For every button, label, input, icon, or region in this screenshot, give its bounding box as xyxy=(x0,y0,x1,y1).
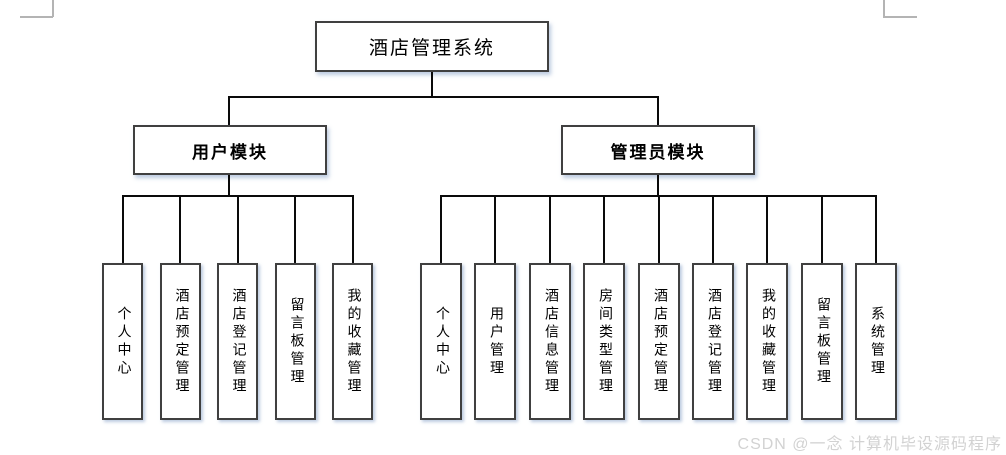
leaf-node-label: 留言板管理 xyxy=(288,296,304,387)
leaf-node: 酒店预定管理 xyxy=(160,263,201,420)
leaf-node-label: 房间类型管理 xyxy=(597,287,612,396)
connector-leaf-drop xyxy=(603,195,605,263)
connector-leaf-drop xyxy=(237,195,239,263)
root-node-label: 酒店管理系统 xyxy=(368,38,495,59)
admin-module-node: 管理员模块 xyxy=(561,125,755,175)
leaf-node: 留言板管理 xyxy=(801,263,843,420)
leaf-node: 酒店预定管理 xyxy=(638,263,680,420)
leaf-node-label: 酒店登记管理 xyxy=(230,287,246,396)
leaf-node: 留言板管理 xyxy=(275,263,316,420)
leaf-node: 我的收藏管理 xyxy=(332,263,373,420)
connector-root-stem xyxy=(431,72,433,97)
leaf-node-label: 个人中心 xyxy=(115,305,131,378)
connector-module-stem xyxy=(657,175,659,197)
connector-user-module-drop xyxy=(228,96,230,126)
leaf-node-label: 酒店登记管理 xyxy=(706,287,721,396)
connector-leaf-drop xyxy=(494,195,496,263)
user-module-label: 用户模块 xyxy=(192,142,268,162)
leaf-node-label: 留言板管理 xyxy=(815,296,830,387)
page-corner-mark-top-left-vertical xyxy=(52,0,54,17)
connector-leaf-drop xyxy=(549,195,551,263)
connector-leaf-drop xyxy=(352,195,354,263)
leaf-node: 系统管理 xyxy=(855,263,897,420)
leaf-node: 酒店登记管理 xyxy=(692,263,734,420)
leaf-node: 用户管理 xyxy=(474,263,516,420)
connector-top-rail xyxy=(228,96,659,98)
leaf-node-label: 酒店预定管理 xyxy=(173,287,189,396)
leaf-node-label: 酒店预定管理 xyxy=(652,287,667,396)
leaf-node: 房间类型管理 xyxy=(583,263,625,420)
admin-module-label: 管理员模块 xyxy=(610,142,706,162)
root-node: 酒店管理系统 xyxy=(315,21,549,72)
page-corner-mark-top-right-vertical xyxy=(883,0,885,17)
leaf-node-label: 我的收藏管理 xyxy=(760,287,775,396)
leaf-node: 个人中心 xyxy=(102,263,143,420)
connector-leaf-drop xyxy=(440,195,442,263)
csdn-watermark: CSDN @一念 计算机毕设源码程序 xyxy=(737,436,1002,453)
leaf-node-label: 个人中心 xyxy=(434,305,449,378)
connector-admin-module-drop xyxy=(657,96,659,126)
leaf-node-label: 系统管理 xyxy=(869,305,884,378)
leaf-node: 酒店信息管理 xyxy=(529,263,571,420)
user-module-node: 用户模块 xyxy=(133,125,327,175)
connector-leaf-drop xyxy=(179,195,181,263)
connector-leaf-drop xyxy=(122,195,124,263)
leaf-node: 我的收藏管理 xyxy=(746,263,788,420)
connector-module-stem xyxy=(228,175,230,197)
connector-leaf-drop xyxy=(658,195,660,263)
connector-leaf-drop xyxy=(766,195,768,263)
connector-leaf-drop xyxy=(875,195,877,263)
connector-leaf-drop xyxy=(712,195,714,263)
connector-leaf-drop xyxy=(821,195,823,263)
leaf-node-label: 用户管理 xyxy=(488,305,503,378)
leaf-node: 个人中心 xyxy=(420,263,462,420)
page-corner-mark-top-left-horizontal xyxy=(20,16,53,18)
page-corner-mark-top-right-horizontal xyxy=(883,16,917,18)
leaf-node: 酒店登记管理 xyxy=(217,263,258,420)
leaf-node-label: 酒店信息管理 xyxy=(543,287,558,396)
connector-leaf-drop xyxy=(294,195,296,263)
leaf-node-label: 我的收藏管理 xyxy=(345,287,361,396)
